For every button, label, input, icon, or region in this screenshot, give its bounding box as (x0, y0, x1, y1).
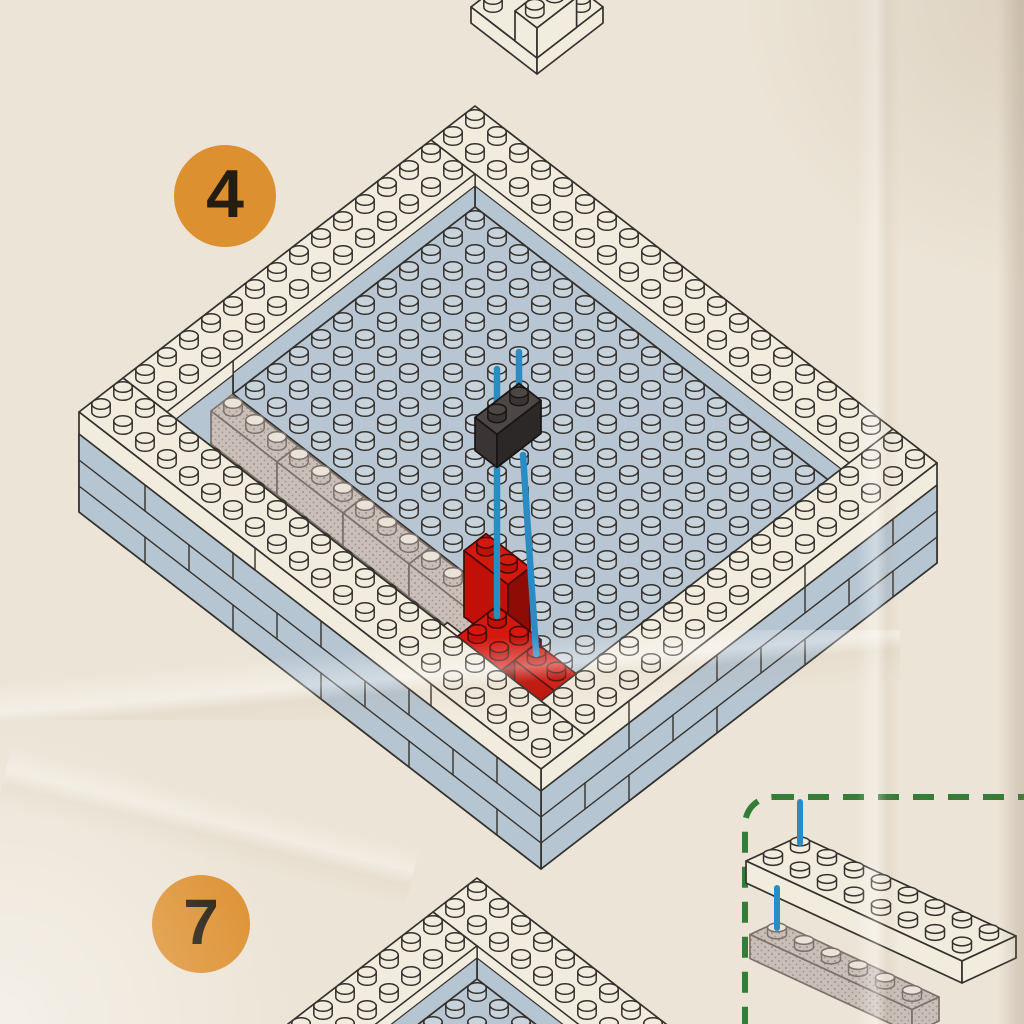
outer-wall-front-left (78, 377, 586, 870)
callout-white-plate (745, 835, 1017, 984)
step-badge-4: 4 (174, 145, 276, 247)
inner-pit-walls (166, 173, 850, 497)
detail-callout (742, 794, 1024, 1024)
step-badge-7: 7 (152, 875, 250, 973)
step-number-4: 4 (206, 156, 244, 232)
step7-diagram-partial (286, 877, 668, 1024)
dark-gray-brick (474, 382, 542, 469)
previous-step-partial-diagram (470, 0, 604, 75)
callout-border (742, 794, 1024, 1024)
callout-translucent-brick (749, 921, 940, 1024)
step-number-7: 7 (183, 886, 219, 958)
step4-diagram (78, 105, 938, 870)
